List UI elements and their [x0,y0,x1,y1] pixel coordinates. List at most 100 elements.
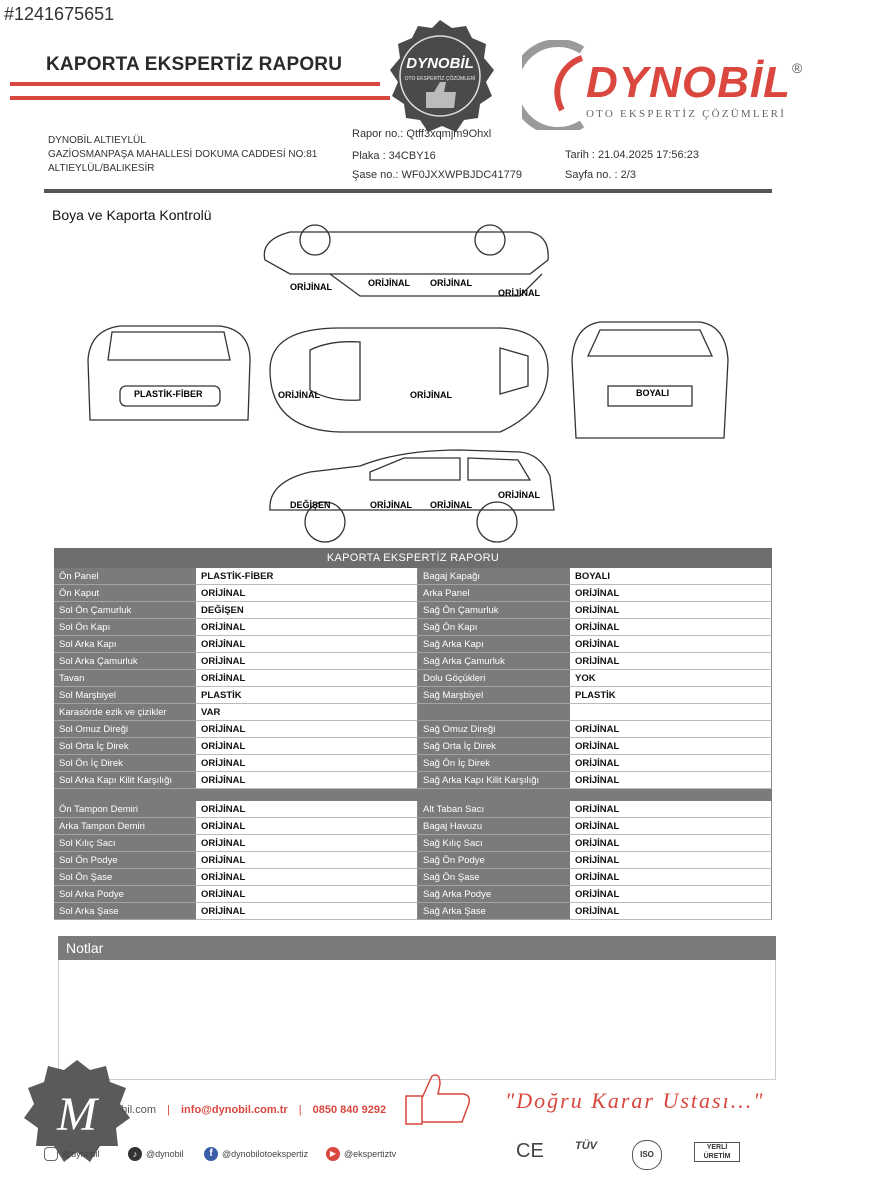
youtube-icon: ▶ [326,1147,340,1161]
car-side-wheel-rear [476,501,518,543]
footer-contact: ...bil.com | info@dynobil.com.tr | 0850 … [112,1104,387,1116]
listing-id: #1241675651 [4,4,115,24]
cell-value-left: ORİJİNAL [196,869,418,886]
cell-value-right: ORİJİNAL [570,869,772,886]
cell-value-left: ORİJİNAL [196,772,418,789]
cell-label-right: Sağ Ön Kapı [418,619,570,636]
cell-value-right: ORİJİNAL [570,755,772,772]
company-name: DYNOBİL ALTIEYLÜL [48,135,146,146]
cell-label-left: Sol Ön İç Direk [54,755,196,772]
brand-name: DYNOBİL [586,58,791,107]
sase-no: Şase no.: WF0JXXWPBJDC41779 [352,169,522,181]
cell-label-left: Ön Kaput [54,585,196,602]
plaka: Plaka : 34CBY16 [352,150,436,162]
cell-value-right: ORİJİNAL [570,835,772,852]
cell-label-right: Bagaj Havuzu [418,818,570,835]
cell-label-left: Ön Tampon Demiri [54,801,196,818]
cell-value-left: PLASTİK-FİBER [196,568,418,585]
label-side-mid1: ORİJİNAL [370,500,413,510]
cell-value-left: ORİJİNAL [196,852,418,869]
cell-label-left: Sol Marşbiyel [54,687,196,704]
cell-label-right: Arka Panel [418,585,570,602]
cell-label-left: Sol Arka Kapı [54,636,196,653]
cell-value-left: ORİJİNAL [196,636,418,653]
cell-value-right: ORİJİNAL [570,619,772,636]
cell-label-right: Bagaj Kapağı [418,568,570,585]
footer-phone[interactable]: 0850 840 9292 [312,1104,387,1116]
cell-label-right: Dolu Göçükleri [418,670,570,687]
cell-label-left: Sol Arka Çamurluk [54,653,196,670]
cell-label-left: Sol Arka Kapı Kilit Karşılığı [54,772,196,789]
cell-label-left: Sol Ön Şase [54,869,196,886]
seal-sub: OTO EKSPERTİZ ÇÖZÜMLERİ [405,75,476,82]
cell-label-right: Sağ Ön Çamurluk [418,602,570,619]
car-roof-outline [269,327,549,433]
sayfa-no: Sayfa no. : 2/3 [565,169,636,181]
cell-value-right: ORİJİNAL [570,886,772,903]
cell-label-right: Sağ Ön Şase [418,869,570,886]
cell-value-left: PLASTİK [196,687,418,704]
car-side-wheel-front [304,501,346,543]
cell-value-left: ORİJİNAL [196,585,418,602]
cell-label-left: Sol Kılıç Sacı [54,835,196,852]
cell-value-right: YOK [570,670,772,687]
social-youtube[interactable]: ▶ @ekspertiztv [326,1147,396,1161]
label-top-right: ORİJİNAL [498,288,541,298]
cell-value-right: ORİJİNAL [570,585,772,602]
social-tiktok[interactable]: ♪ @dynobil [128,1147,184,1161]
notes-box [58,960,776,1080]
cell-label-right: Sağ Arka Podye [418,886,570,903]
cell-value-right: ORİJİNAL [570,818,772,835]
cell-label-right: Sağ Omuz Direği [418,721,570,738]
car-rear-outline [571,321,729,439]
title-underline [10,82,380,86]
header-separator [44,189,772,193]
social-facebook-handle: @dynobilotoekspertiz [222,1149,309,1159]
report-title: KAPORTA EKSPERTİZ RAPORU [46,54,343,75]
cell-value-right: PLASTİK [570,687,772,704]
facebook-icon: f [204,1147,218,1161]
social-facebook[interactable]: f @dynobilotoekspertiz [204,1147,308,1161]
cell-value-left: ORİJİNAL [196,835,418,852]
cell-value-left: ORİJİNAL [196,818,418,835]
dynobil-seal: DYNOBİL OTO EKSPERTİZ ÇÖZÜMLERİ [390,20,494,132]
label-top-left: ORİJİNAL [290,282,333,292]
brand-subtitle: OTO EKSPERTİZ ÇÖZÜMLERİ [586,108,787,120]
cell-value-right: ORİJİNAL [570,903,772,920]
table-gap [54,789,772,801]
cell-value-left: ORİJİNAL [196,755,418,772]
watermark-letter: M [56,1088,100,1141]
cell-value-right: ORİJİNAL [570,801,772,818]
cell-label-left: Sol Ön Podye [54,852,196,869]
cell-value-right: ORİJİNAL [570,636,772,653]
car-front-outline [87,325,251,421]
footer-email[interactable]: info@dynobil.com.tr [181,1104,288,1116]
cell-value-right [570,704,772,721]
dynobil-logo [522,40,585,130]
m-watermark-logo: M [24,1060,130,1162]
cell-value-left: ORİJİNAL [196,653,418,670]
car-top-wheel-left [299,224,331,256]
cell-value-right: ORİJİNAL [570,602,772,619]
footer-web: ...bil.com [112,1104,157,1116]
cell-value-left: ORİJİNAL [196,738,418,755]
social-instagram[interactable]: @dynobil [44,1147,100,1161]
cell-value-right: ORİJİNAL [570,721,772,738]
table-title: KAPORTA EKSPERTİZ RAPORU [54,548,772,568]
title-underline-2 [10,96,390,100]
cell-label-right: Sağ Arka Çamurluk [418,653,570,670]
cell-label-left: Sol Arka Şase [54,903,196,920]
cell-value-right: BOYALI [570,568,772,585]
